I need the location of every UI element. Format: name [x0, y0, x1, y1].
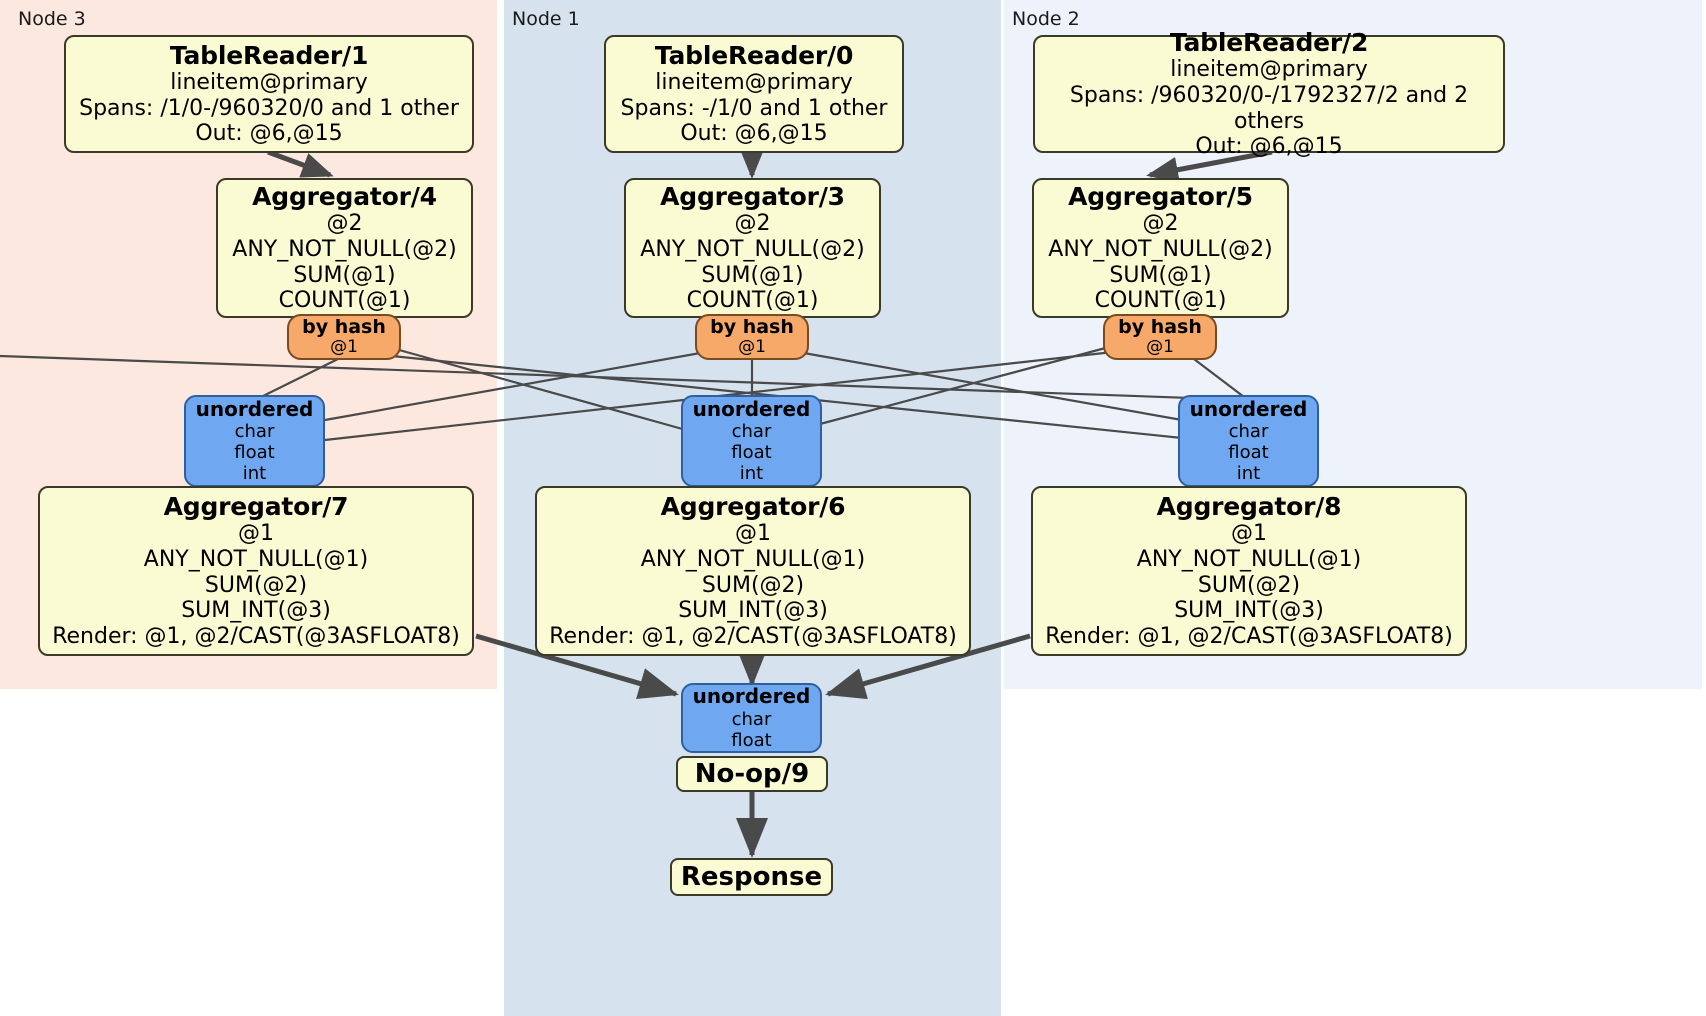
processor-line: Spans: /1/0-/960320/0 and 1 other	[79, 95, 459, 121]
processor-line: COUNT(@1)	[686, 288, 819, 314]
processor-line: Spans: /960320/0-/1792327/2 and 2 others	[1069, 82, 1469, 134]
processor-title: Aggregator/3	[660, 181, 845, 211]
processor-title: TableReader/2	[1169, 27, 1369, 57]
processor-line: SUM(@1)	[293, 262, 396, 288]
synchronizer-title: unordered	[1189, 396, 1308, 421]
processor-line: SUM(@2)	[1197, 572, 1301, 598]
router-by-hash-right[interactable]: by hash @1	[1103, 314, 1217, 360]
node-label-node2: Node 2	[1012, 8, 1080, 30]
processor-aggregator-6[interactable]: Aggregator/6 @1 ANY_NOT_NULL(@1) SUM(@2)…	[535, 486, 971, 656]
synchronizer-title: unordered	[692, 396, 811, 421]
processor-tablereader-0[interactable]: TableReader/0 lineitem@primary Spans: -/…	[604, 35, 904, 153]
synchronizer-line: float	[1228, 442, 1269, 464]
processor-title: TableReader/1	[169, 40, 369, 70]
processor-line: lineitem@primary	[170, 70, 368, 96]
processor-title: Aggregator/6	[660, 492, 846, 522]
router-title: by hash	[1118, 315, 1202, 338]
processor-line: @1	[238, 521, 274, 547]
processor-line: COUNT(@1)	[1094, 288, 1227, 314]
processor-line: SUM_INT(@3)	[1174, 598, 1324, 624]
processor-line: ANY_NOT_NULL(@2)	[640, 236, 865, 262]
processor-line: @1	[1231, 521, 1267, 547]
processor-title: Aggregator/8	[1156, 492, 1342, 522]
processor-tablereader-1[interactable]: TableReader/1 lineitem@primary Spans: /1…	[64, 35, 474, 153]
synchronizer-title: unordered	[692, 684, 811, 709]
synchronizer-line: int	[739, 463, 764, 485]
router-title: by hash	[710, 315, 794, 338]
synchronizer-unordered-right[interactable]: unordered char float int	[1178, 395, 1319, 487]
synchronizer-line: char	[1228, 421, 1269, 443]
processor-title: Aggregator/7	[163, 492, 349, 522]
processor-aggregator-3[interactable]: Aggregator/3 @2 ANY_NOT_NULL(@2) SUM(@1)…	[624, 178, 881, 318]
processor-line: Render: @1, @2/CAST(@3ASFLOAT8)	[1045, 624, 1453, 650]
processor-title: Aggregator/5	[1068, 181, 1253, 211]
processor-line: ANY_NOT_NULL(@2)	[1048, 236, 1273, 262]
processor-title: Response	[680, 861, 823, 892]
synchronizer-line: char	[731, 421, 772, 443]
node-label-node3: Node 3	[18, 8, 86, 30]
processor-line: SUM(@2)	[204, 572, 308, 598]
synchronizer-line: int	[242, 463, 267, 485]
synchronizer-unordered-center[interactable]: unordered char float int	[681, 395, 822, 487]
processor-aggregator-4[interactable]: Aggregator/4 @2 ANY_NOT_NULL(@2) SUM(@1)…	[216, 178, 473, 318]
processor-aggregator-8[interactable]: Aggregator/8 @1 ANY_NOT_NULL(@1) SUM(@2)…	[1031, 486, 1467, 656]
node-label-node1: Node 1	[512, 8, 580, 30]
processor-line: @2	[326, 211, 363, 237]
processor-line: Spans: -/1/0 and 1 other	[620, 95, 888, 121]
router-by-hash-center[interactable]: by hash @1	[695, 314, 809, 360]
processor-line: lineitem@primary	[655, 70, 853, 96]
processor-line: SUM_INT(@3)	[678, 598, 828, 624]
processor-noop-9[interactable]: No-op/9	[676, 756, 828, 792]
processor-line: ANY_NOT_NULL(@1)	[143, 547, 369, 573]
processor-line: COUNT(@1)	[278, 288, 411, 314]
router-line: @1	[1146, 337, 1174, 358]
processor-title: Aggregator/4	[252, 181, 437, 211]
processor-aggregator-5[interactable]: Aggregator/5 @2 ANY_NOT_NULL(@2) SUM(@1)…	[1032, 178, 1289, 318]
synchronizer-line: float	[234, 442, 275, 464]
processor-line: @2	[1142, 211, 1179, 237]
processor-line: SUM_INT(@3)	[181, 598, 331, 624]
synchronizer-line: float	[731, 729, 772, 751]
processor-tablereader-2[interactable]: TableReader/2 lineitem@primary Spans: /9…	[1033, 28, 1505, 159]
synchronizer-line: char	[234, 421, 275, 443]
processor-line: SUM(@1)	[701, 262, 804, 288]
processor-title: No-op/9	[694, 758, 810, 789]
synchronizer-line: int	[1236, 463, 1261, 485]
synchronizer-unordered-left[interactable]: unordered char float int	[184, 395, 325, 487]
processor-response[interactable]: Response	[670, 858, 833, 896]
processor-line: Render: @1, @2/CAST(@3ASFLOAT8)	[52, 624, 460, 650]
processor-line: @1	[735, 521, 771, 547]
processor-line: @2	[734, 211, 771, 237]
processor-line: Out: @6,@15	[680, 121, 828, 147]
processor-line: lineitem@primary	[1170, 57, 1368, 83]
processor-line: SUM(@1)	[1109, 262, 1212, 288]
router-by-hash-left[interactable]: by hash @1	[287, 314, 401, 360]
processor-line: ANY_NOT_NULL(@1)	[640, 547, 866, 573]
processor-line: ANY_NOT_NULL(@2)	[232, 236, 457, 262]
router-line: @1	[738, 337, 766, 358]
processor-line: Render: @1, @2/CAST(@3ASFLOAT8)	[549, 624, 957, 650]
synchronizer-unordered-final[interactable]: unordered char float	[681, 683, 822, 753]
processor-aggregator-7[interactable]: Aggregator/7 @1 ANY_NOT_NULL(@1) SUM(@2)…	[38, 486, 474, 656]
processor-line: SUM(@2)	[701, 572, 805, 598]
processor-title: TableReader/0	[654, 40, 854, 70]
synchronizer-title: unordered	[195, 396, 314, 421]
processor-line: ANY_NOT_NULL(@1)	[1136, 547, 1362, 573]
synchronizer-line: char	[731, 708, 772, 730]
router-title: by hash	[302, 315, 386, 338]
processor-line: Out: @6,@15	[1195, 134, 1343, 160]
router-line: @1	[330, 337, 358, 358]
synchronizer-line: float	[731, 442, 772, 464]
processor-line: Out: @6,@15	[195, 121, 343, 147]
